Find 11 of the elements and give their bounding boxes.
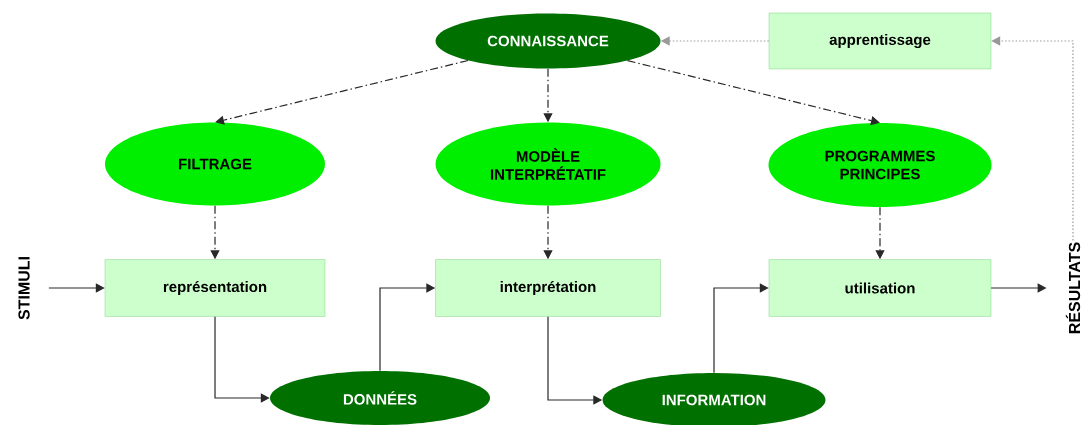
process-box: représentation xyxy=(104,259,326,317)
process-box: interprétation xyxy=(435,259,661,317)
arrow xyxy=(215,59,469,125)
process-box: apprentissage xyxy=(768,12,992,70)
process-box: utilisation xyxy=(768,259,992,317)
arrow xyxy=(48,283,105,293)
arrow xyxy=(991,36,1074,242)
side-label: RÉSULTATS xyxy=(1065,242,1081,334)
arrow xyxy=(713,283,769,374)
arrow xyxy=(214,316,270,403)
side-label: STIMULI xyxy=(18,257,30,320)
